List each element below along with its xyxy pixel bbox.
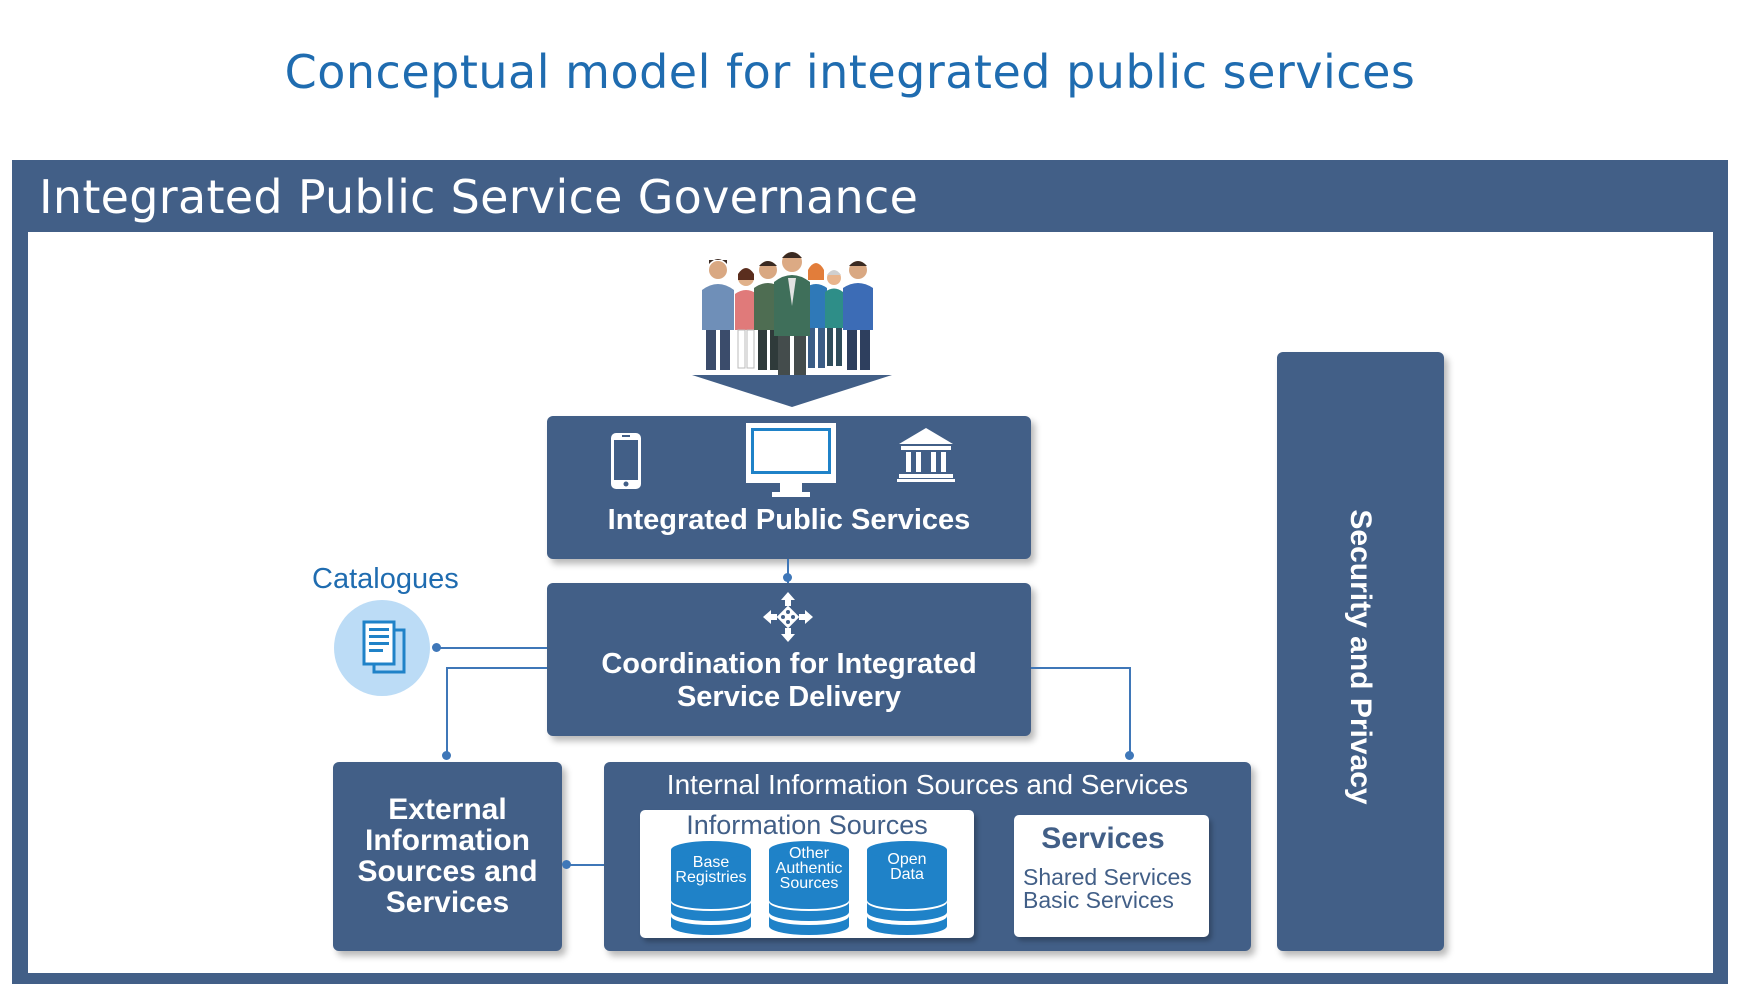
external-label-line2: Information [365,824,530,857]
db-label-line: Registries [675,869,747,886]
documents-icon [360,618,408,678]
services-shared: Shared Services [1023,864,1192,890]
database-label-base-registries: Base Registries [671,854,751,886]
connector-dot [562,860,571,869]
connector-coordination-external-v [446,667,448,755]
database-label-other-authentic-sources: Other Authentic Sources [769,845,849,892]
mobile-phone-icon [610,432,642,490]
connector-coordination-external-h [446,667,547,669]
external-label-line1: External [388,793,507,826]
government-building-icon [897,428,955,482]
connector-external-internal [566,864,604,866]
services-panel [1014,815,1209,937]
db-label-line: Authentic [775,860,843,877]
connector-dot [1125,751,1134,760]
database-icon [671,840,751,936]
connector-coordination-internal-h [1031,667,1131,669]
connector-ips-coordination [787,559,789,583]
db-label-line: Open [887,851,927,868]
external-sources-box [333,762,562,951]
desktop-monitor-icon [746,423,836,499]
db-label-line: Base [692,854,730,871]
connector-coordination-internal-v [1129,667,1131,755]
db-label-line: Sources [779,875,839,892]
security-privacy-label: Security and Privacy [1344,509,1377,805]
catalogues-label: Catalogues [312,563,459,595]
services-label: Services [1041,822,1165,855]
coordination-label-line2: Service Delivery [676,681,902,713]
security-privacy-box [1277,352,1444,951]
people-group-icon [688,248,888,408]
internal-label: Internal Information Sources and Service… [666,769,1189,800]
db-label-line: Data [890,866,924,883]
database-icon [769,840,849,936]
connector-catalogues-coordination [436,647,547,649]
database-icon [867,840,947,936]
external-label-line3: Sources and [357,855,538,888]
connector-dot [442,751,451,760]
puzzle-arrows-icon [763,592,813,642]
governance-title: Integrated Public Service Governance [39,170,919,224]
page-title: Conceptual model for integrated public s… [284,45,1416,99]
external-label-line4: Services [385,886,510,919]
connector-dot [432,643,441,652]
coordination-label-line1: Coordination for Integrated [601,648,977,680]
connector-dot [783,573,792,582]
services-basic: Basic Services [1023,887,1174,913]
information-sources-label: Information Sources [686,810,928,840]
db-label-line: Other [788,845,829,862]
down-arrow-icon [692,375,892,407]
integrated-public-services-label: Integrated Public Services [607,504,971,536]
database-label-open-data: Open Data [867,851,947,883]
